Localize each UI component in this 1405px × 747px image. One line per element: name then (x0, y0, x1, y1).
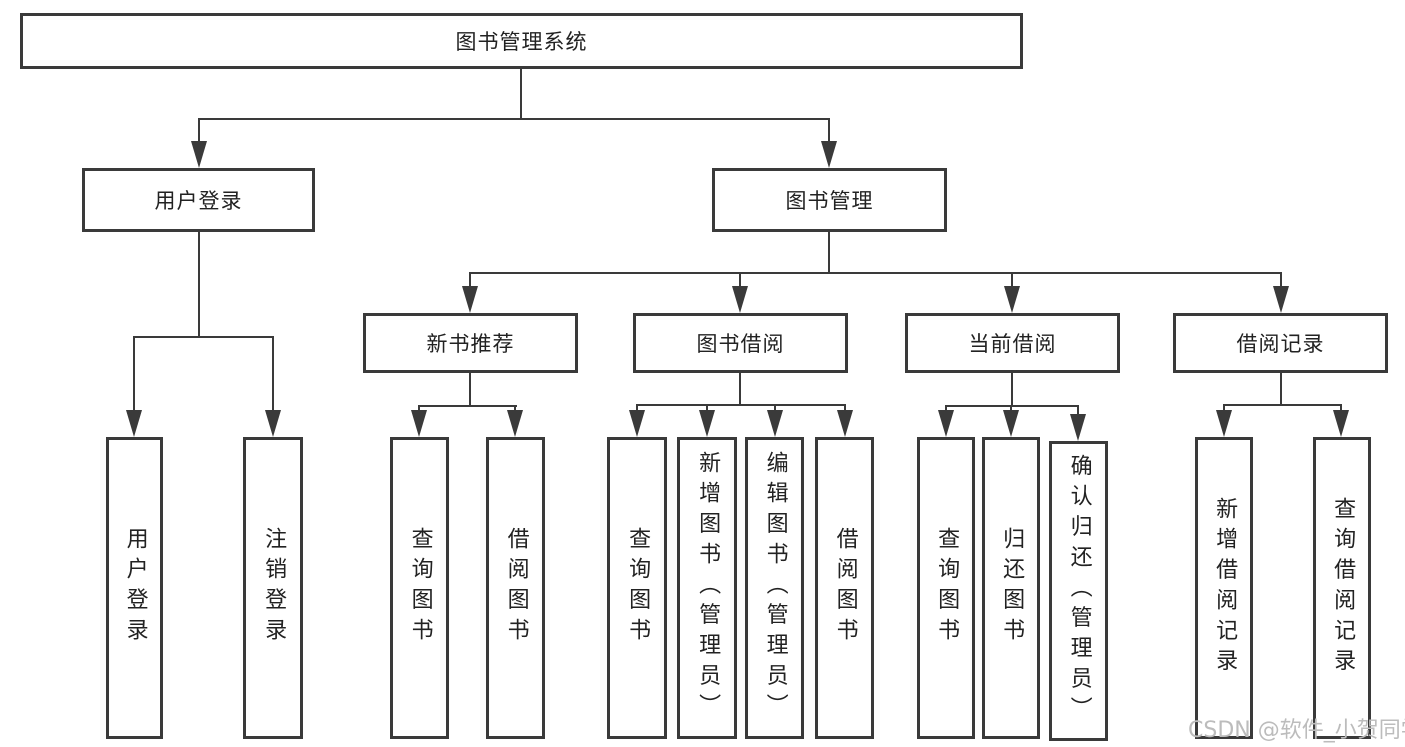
connector-line (739, 273, 741, 288)
arrowhead-icon (732, 286, 748, 313)
node-label: 图书管理 (785, 189, 874, 213)
node-user-login: 用户登录 (82, 168, 315, 232)
arrowhead-icon (462, 286, 478, 313)
connector-line (828, 119, 830, 144)
arrowhead-icon (1273, 286, 1289, 313)
leaf-edit-book-admin: 编辑图书（管理员） (745, 437, 804, 739)
node-library-system: 图书管理系统 (20, 13, 1023, 69)
connector-line (1223, 404, 1342, 406)
arrowhead-icon (507, 410, 523, 437)
connector-line (469, 272, 1282, 274)
leaf-borrow-books-2: 借阅图书 (815, 437, 874, 739)
watermark: CSDN @软件_小贺同学 (1188, 718, 1405, 743)
leaf-label: 编辑图书（管理员） (762, 451, 788, 725)
leaf-add-borrow-record: 新增借阅记录 (1195, 437, 1253, 739)
connector-line (520, 69, 522, 119)
arrowhead-icon (265, 410, 281, 437)
connector-line (133, 337, 135, 412)
arrowhead-icon (1216, 410, 1232, 437)
leaf-label: 查询图书 (625, 527, 651, 649)
node-book-borrowing: 图书借阅 (633, 313, 848, 373)
connector-line (418, 405, 517, 407)
node-label: 图书管理系统 (455, 30, 588, 54)
leaf-label: 归还图书 (999, 527, 1025, 649)
connector-line (1280, 373, 1282, 405)
leaf-confirm-return-admin: 确认归还（管理员） (1049, 441, 1108, 741)
leaf-label: 查询借阅记录 (1330, 496, 1356, 680)
connector-line (1011, 373, 1013, 406)
arrowhead-icon (767, 410, 783, 437)
connector-line (945, 405, 1079, 407)
arrowhead-icon (191, 141, 207, 168)
leaf-logout: 注销登录 (243, 437, 303, 739)
connector-line (198, 232, 200, 337)
leaf-borrow-books-1: 借阅图书 (486, 437, 545, 739)
leaf-return-books: 归还图书 (982, 437, 1040, 739)
leaf-add-book-admin: 新增图书（管理员） (677, 437, 737, 739)
arrowhead-icon (821, 141, 837, 168)
leaf-label: 借阅图书 (503, 527, 529, 649)
arrowhead-icon (1333, 410, 1349, 437)
node-borrowing-records: 借阅记录 (1173, 313, 1388, 373)
leaf-user-login: 用户登录 (106, 437, 163, 739)
connector-line (636, 404, 846, 406)
leaf-query-books-3: 查询图书 (917, 437, 975, 739)
connector-line (828, 232, 830, 273)
leaf-query-borrow-record: 查询借阅记录 (1313, 437, 1371, 739)
connector-line (469, 273, 471, 288)
node-label: 借阅记录 (1236, 332, 1325, 356)
connector-line (1077, 406, 1079, 414)
node-new-book-recommend: 新书推荐 (363, 313, 578, 373)
connector-line (1223, 405, 1225, 414)
connector-line (198, 118, 830, 120)
connector-line (636, 405, 638, 414)
node-label: 当前借阅 (968, 332, 1057, 356)
connector-line (739, 373, 741, 405)
connector-line (706, 405, 708, 414)
leaf-label: 借阅图书 (832, 527, 858, 649)
arrowhead-icon (837, 410, 853, 437)
arrowhead-icon (1004, 286, 1020, 313)
arrowhead-icon (938, 410, 954, 437)
arrowhead-icon (1070, 414, 1086, 441)
node-label: 用户登录 (154, 189, 243, 213)
arrowhead-icon (126, 410, 142, 437)
leaf-label: 新增图书（管理员） (695, 451, 721, 725)
node-label: 新书推荐 (426, 332, 515, 356)
connector-line (133, 336, 274, 338)
connector-line (1340, 405, 1342, 414)
leaf-query-books-2: 查询图书 (607, 437, 667, 739)
node-book-management: 图书管理 (712, 168, 947, 232)
leaf-label: 查询图书 (407, 527, 433, 649)
leaf-label: 注销登录 (261, 527, 287, 649)
leaf-label: 用户登录 (122, 527, 148, 649)
arrowhead-icon (1003, 410, 1019, 437)
connector-line (1011, 273, 1013, 288)
leaf-label: 查询图书 (934, 527, 960, 649)
connector-line (844, 405, 846, 414)
arrowhead-icon (411, 410, 427, 437)
connector-line (1280, 273, 1282, 288)
leaf-label: 新增借阅记录 (1212, 496, 1238, 680)
connector-line (198, 119, 200, 144)
connector-line (774, 405, 776, 414)
leaf-label: 确认归还（管理员） (1066, 454, 1092, 728)
node-current-borrowing: 当前借阅 (905, 313, 1120, 373)
leaf-query-books-1: 查询图书 (390, 437, 449, 739)
arrowhead-icon (699, 410, 715, 437)
node-label: 图书借阅 (696, 332, 785, 356)
arrowhead-icon (629, 410, 645, 437)
connector-line (469, 373, 471, 406)
connector-line (272, 337, 274, 412)
